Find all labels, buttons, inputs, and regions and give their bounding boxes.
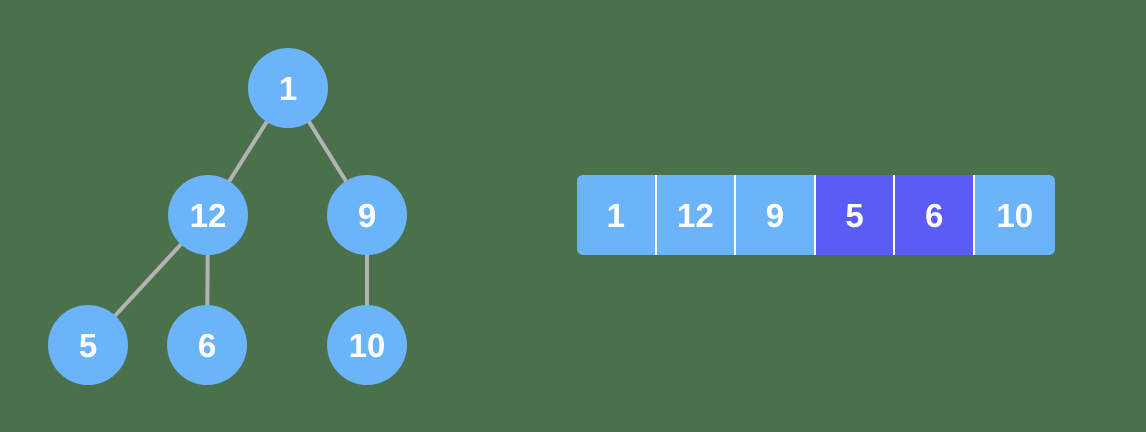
tree-node-5[interactable]: 5 (48, 305, 128, 385)
array-cell-label: 10 (996, 196, 1034, 234)
array-cell-5[interactable]: 10 (974, 175, 1055, 255)
array-cell-0[interactable]: 1 (577, 175, 657, 255)
array-cell-label: 1 (606, 196, 625, 234)
tree-node-label: 9 (357, 196, 377, 234)
array-cell-label: 5 (845, 196, 864, 234)
tree-node-label: 1 (278, 69, 298, 107)
tree-node-label: 6 (197, 326, 217, 364)
tree-node-1[interactable]: 1 (248, 48, 328, 128)
tree-node-10[interactable]: 10 (327, 305, 407, 385)
tree-node-12[interactable]: 12 (168, 175, 248, 255)
binary-tree-panel: 1 12 9 5 6 10 (0, 0, 470, 432)
tree-node-9[interactable]: 9 (327, 175, 407, 255)
array-cell-label: 6 (924, 196, 944, 234)
tree-node-label: 5 (78, 326, 98, 364)
tree-node-6[interactable]: 6 (167, 305, 247, 385)
array-cell-4[interactable]: 6 (895, 175, 975, 255)
array-cell-1[interactable]: 12 (656, 175, 737, 255)
array-cell-label: 12 (677, 196, 714, 234)
array-cell-label: 9 (765, 196, 785, 234)
tree-node-label: 12 (189, 196, 227, 234)
array-cell-3[interactable]: 5 (815, 175, 896, 255)
array-cell-2[interactable]: 9 (736, 175, 816, 255)
tree-node-label: 10 (348, 326, 386, 364)
array-representation: 1 12 9 5 6 10 (577, 175, 1055, 255)
